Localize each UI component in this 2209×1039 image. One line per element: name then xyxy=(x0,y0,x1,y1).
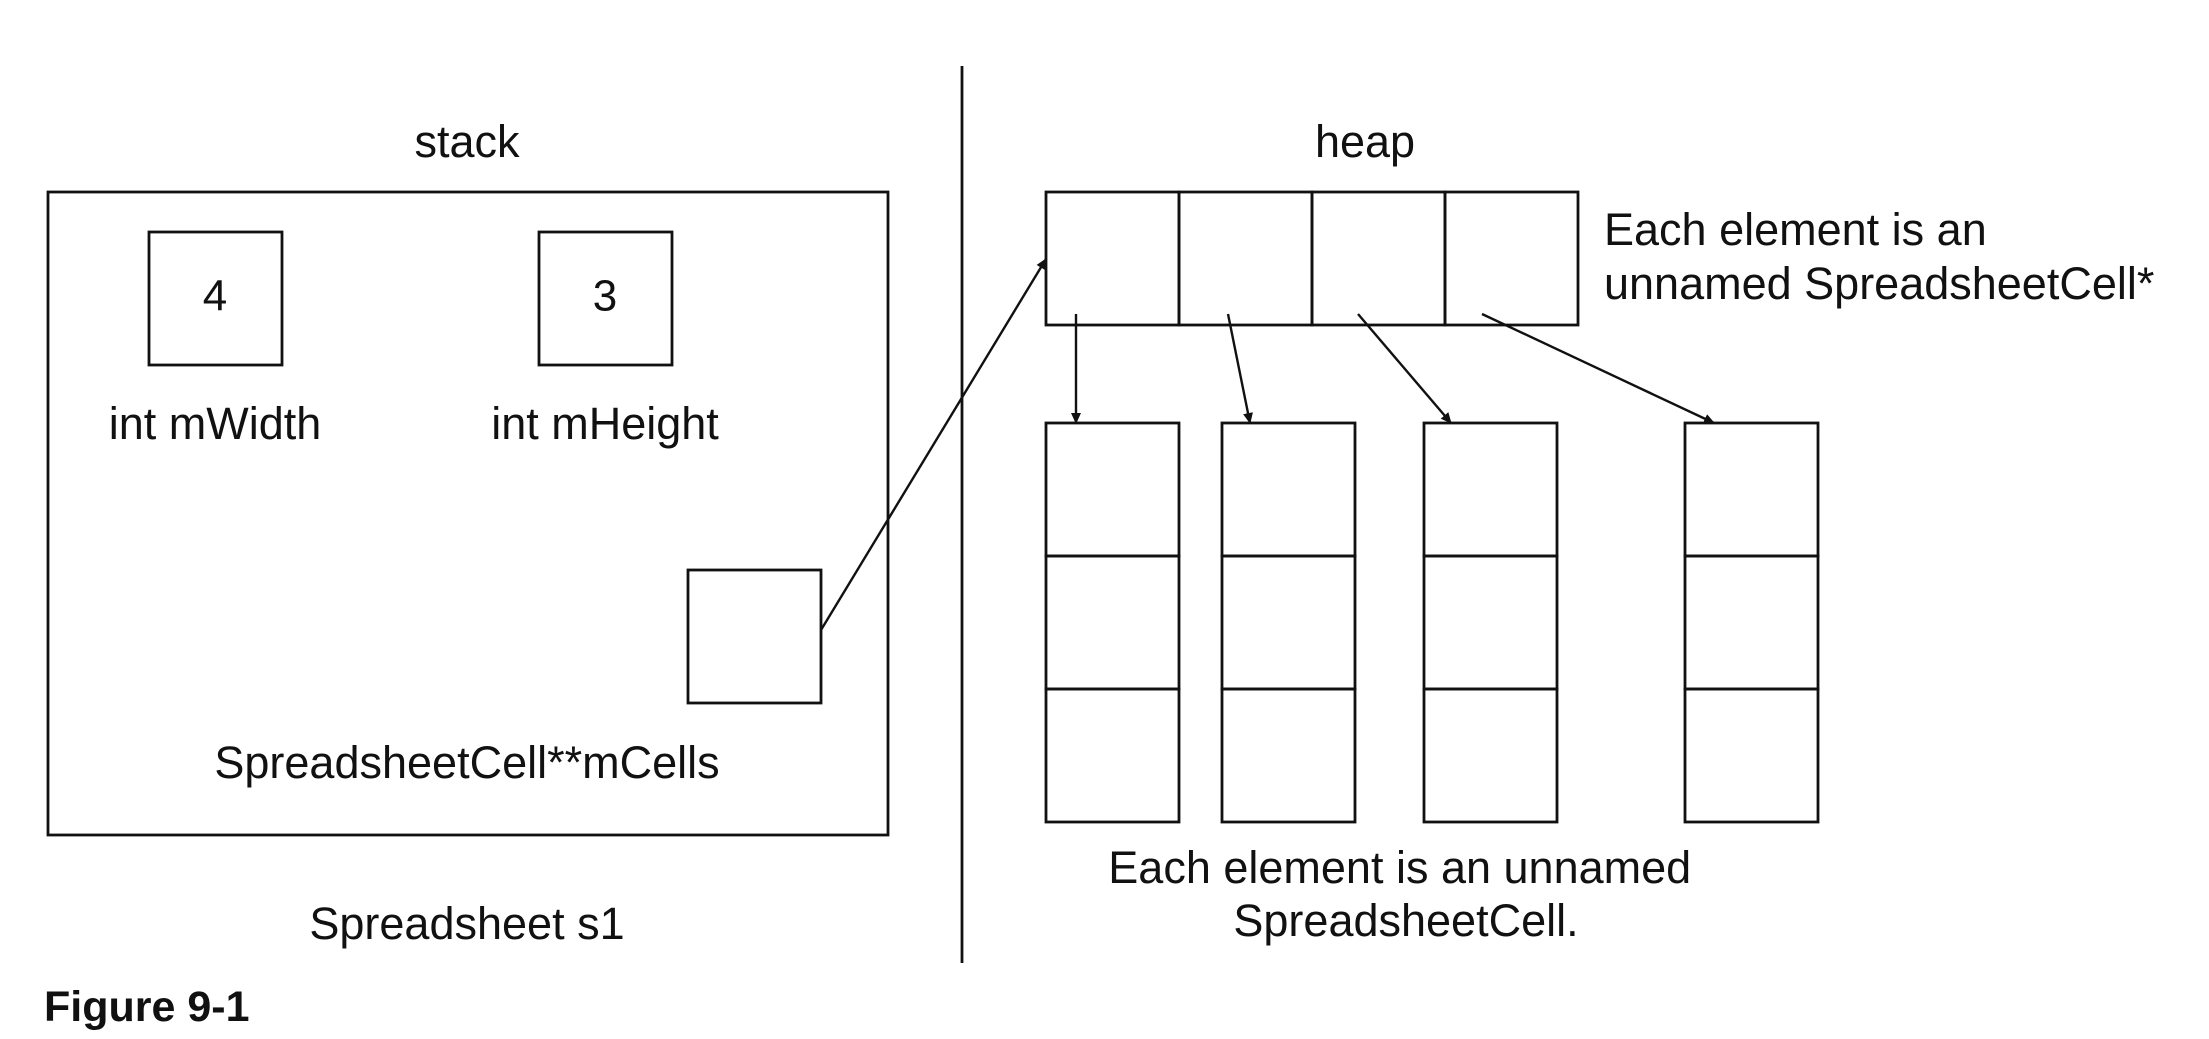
width-value: 4 xyxy=(203,272,227,321)
cells-note: Each element is an unnamed SpreadsheetCe… xyxy=(1108,842,1703,946)
cell-column xyxy=(1220,421,1357,824)
element-pointer-arrow xyxy=(1357,313,1452,424)
pointer-array-note-line1: Each element is an xyxy=(1604,204,1987,255)
cell-box xyxy=(1422,421,1559,558)
cell-box xyxy=(1683,687,1820,824)
width-field-label: int mWidth xyxy=(109,398,322,449)
cells-note-line2: SpreadsheetCell. xyxy=(1233,895,1578,946)
cell-column xyxy=(1683,421,1820,824)
cell-column xyxy=(1044,421,1181,824)
element-pointer-arrow xyxy=(1481,312,1715,425)
pointer-array-slot xyxy=(1044,190,1181,327)
pointer-array-note-line2: unnamed SpreadsheetCell* xyxy=(1604,258,2154,309)
figure-caption: Figure 9-1 xyxy=(44,983,250,1031)
cell-box xyxy=(1044,421,1181,558)
heap-title: heap xyxy=(1315,116,1415,167)
height-field-label: int mHeight xyxy=(491,398,719,449)
cell-box xyxy=(1683,554,1820,691)
height-value-box xyxy=(537,230,674,367)
spreadsheet-object-label: Spreadsheet s1 xyxy=(309,898,624,949)
pointer-array xyxy=(1044,190,1580,327)
pointer-array-slot xyxy=(1310,190,1447,327)
cell-box xyxy=(1220,554,1357,691)
cell-box xyxy=(1044,687,1181,824)
cell-box xyxy=(1422,554,1559,691)
cell-box xyxy=(1220,687,1357,824)
cells-pointer-arrow xyxy=(819,258,1048,631)
pointer-array-slot xyxy=(1177,190,1314,327)
cell-box xyxy=(1220,421,1357,558)
cell-box xyxy=(1044,554,1181,691)
width-value-box xyxy=(147,230,284,367)
pointer-array-note: Each element is an unnamed SpreadsheetCe… xyxy=(1604,204,2154,309)
cells-pointer-box xyxy=(686,568,823,705)
spreadsheet-object-frame xyxy=(46,190,890,837)
cells-note-line1: Each element is an unnamed xyxy=(1108,842,1691,893)
cell-column xyxy=(1422,421,1559,824)
pointer-array-slot xyxy=(1443,190,1580,327)
stack-title: stack xyxy=(414,116,520,167)
cell-box xyxy=(1422,687,1559,824)
height-value: 3 xyxy=(593,272,617,321)
element-pointer-arrow xyxy=(1226,313,1253,424)
cells-pointer-label: SpreadsheetCell**mCells xyxy=(214,737,719,788)
cell-box xyxy=(1683,421,1820,558)
